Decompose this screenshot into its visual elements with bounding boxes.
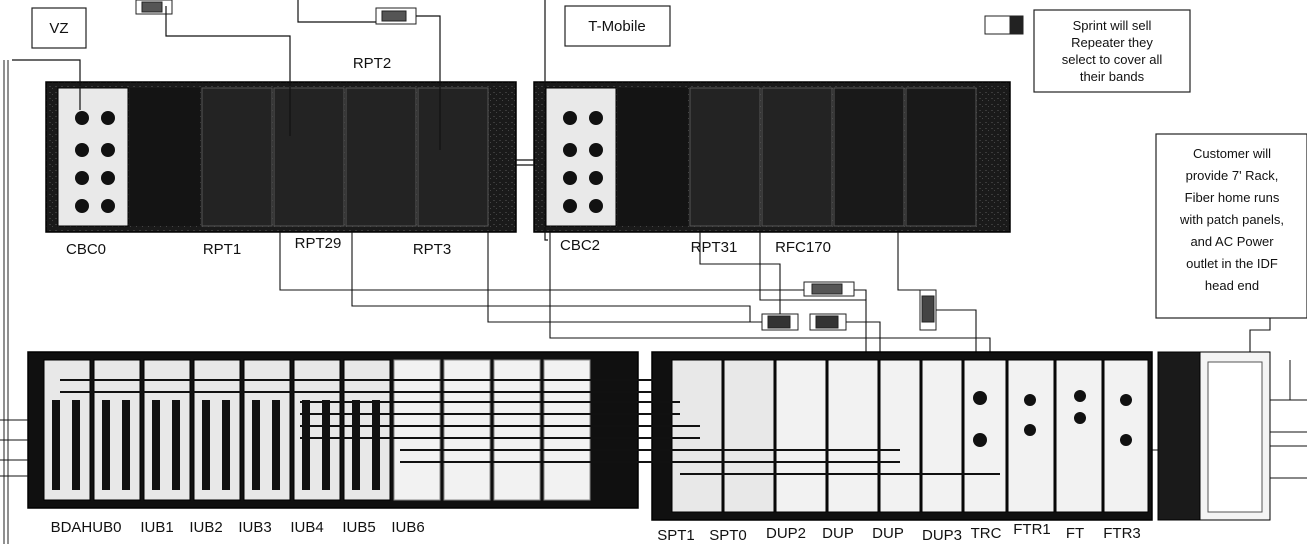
label-rpt29: RPT29 (295, 235, 342, 252)
connector-icon (919, 289, 937, 331)
connector-icon (375, 7, 417, 25)
tmobile-shelf (533, 81, 1011, 233)
connector-icon (761, 313, 799, 331)
label-rfc170: RFC170 (775, 239, 831, 256)
customer-note-line: Fiber home runs (1185, 190, 1280, 205)
label-rpt31: RPT31 (691, 239, 738, 256)
customer-note-line: provide 7' Rack, (1186, 168, 1279, 183)
customer-note-line: with patch panels, (1179, 212, 1284, 227)
lower-labels: BDAHUB0 IUB1 IUB2 IUB3 IUB4 IUB5 IUB6 SP… (51, 519, 1141, 544)
label-iub3: IUB3 (238, 519, 271, 536)
label-iub6: IUB6 (391, 519, 424, 536)
upper-labels: RPT2 CBC0 RPT1 RPT29 RPT3 CBC2 RPT31 RFC… (66, 55, 831, 258)
customer-note-line: outlet in the IDF (1186, 256, 1278, 271)
label-iub2: IUB2 (189, 519, 222, 536)
label-rpt2: RPT2 (353, 55, 391, 72)
customer-note-line: head end (1205, 278, 1259, 293)
label-dup: DUP (872, 525, 904, 542)
lower-wiring (60, 379, 1000, 475)
sprint-note-line: Repeater they (1071, 35, 1153, 50)
customer-note-line: Customer will (1193, 146, 1271, 161)
hub-shelf (27, 351, 639, 509)
vz-shelf (45, 81, 517, 233)
customer-note-box: Customer will provide 7' Rack, Fiber hom… (1155, 133, 1307, 319)
label-ftr3: FTR3 (1103, 525, 1141, 542)
label-rpt3: RPT3 (413, 241, 451, 258)
vz-label: VZ (49, 20, 68, 37)
middle-connectors (761, 281, 937, 331)
sprint-note-line: Sprint will sell (1073, 18, 1152, 33)
label-iub5: IUB5 (342, 519, 375, 536)
label-dup: DUP (822, 525, 854, 542)
left-edge-wiring (0, 419, 28, 477)
tmobile-label-box: T-Mobile (564, 5, 671, 47)
label-iub4: IUB4 (290, 519, 323, 536)
label-spt0: SPT0 (709, 527, 747, 544)
vz-label-box: VZ (31, 7, 87, 49)
label-bdahub0: BDAHUB0 (51, 519, 122, 536)
connector-icon (984, 15, 1024, 35)
label-trc: TRC (971, 525, 1002, 542)
right-edge-wiring (1270, 360, 1307, 479)
label-spt1: SPT1 (657, 527, 695, 544)
sprint-note-line: their bands (1080, 69, 1145, 84)
connector-icon (803, 281, 855, 297)
sprint-note-line: select to cover all (1062, 52, 1163, 67)
customer-note-line: and AC Power (1190, 234, 1274, 249)
label-ft: FT (1066, 525, 1084, 542)
tmobile-label: T-Mobile (588, 18, 646, 35)
label-dup3: DUP3 (922, 527, 962, 544)
label-rpt1: RPT1 (203, 241, 241, 258)
connector-icon (135, 0, 173, 15)
patch-panel (1157, 351, 1271, 521)
dup-shelf (651, 351, 1153, 521)
left-edge-lines (3, 60, 9, 544)
upper-wiring (12, 0, 548, 241)
label-cbc0: CBC0 (66, 241, 106, 258)
label-ftr1: FTR1 (1013, 521, 1051, 538)
label-cbc2: CBC2 (560, 237, 600, 254)
upper-connectors (135, 0, 1024, 35)
connector-icon (809, 313, 847, 331)
label-dup2: DUP2 (766, 525, 806, 542)
sprint-note-box: Sprint will sell Repeater they select to… (1033, 9, 1191, 93)
label-iub1: IUB1 (140, 519, 173, 536)
